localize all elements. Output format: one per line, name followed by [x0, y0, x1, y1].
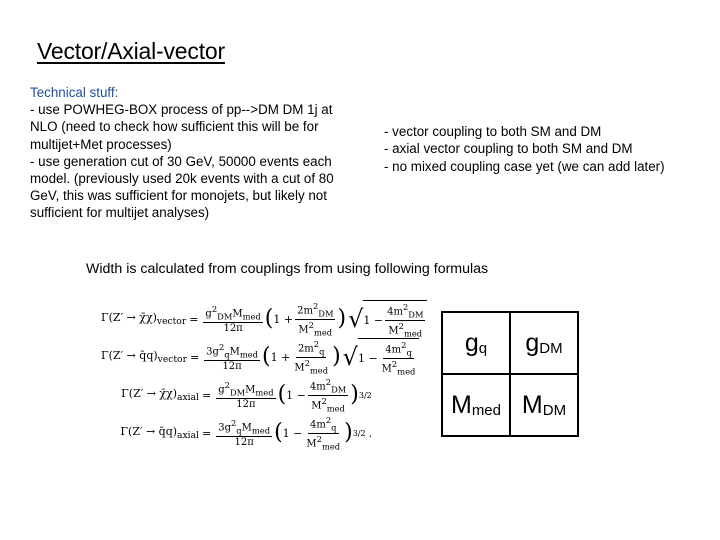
coupling-note-1: - vector coupling to both SM and DM [384, 124, 602, 139]
coupling-note-2: - axial vector coupling to both SM and D… [384, 141, 633, 157]
grid-cell-gq: gq [441, 311, 511, 375]
coupling-note-3: - no mixed coupling case yet (we can add… [384, 158, 665, 174]
coupling-parameter-grid: gq gDM Mmed MDM [441, 311, 579, 437]
coupling-notes: - vector coupling to both SM and DM - ax… [384, 123, 665, 175]
width-formula-caption: Width is calculated from couplings from … [86, 261, 489, 277]
slide-title: Vector/Axial-vector [37, 38, 225, 64]
technical-notes: Technical stuff: - use POWHEG-BOX proces… [30, 84, 350, 222]
technical-line-2: - use generation cut of 30 GeV, 50000 ev… [30, 153, 334, 221]
technical-line-1: - use POWHEG-BOX process of pp-->DM DM 1… [30, 102, 333, 152]
technical-heading: Technical stuff: [30, 85, 119, 100]
grid-cell-mdm: MDM [509, 373, 579, 437]
grid-cell-mmed: Mmed [441, 373, 511, 437]
grid-cell-gdm: gDM [509, 311, 579, 375]
